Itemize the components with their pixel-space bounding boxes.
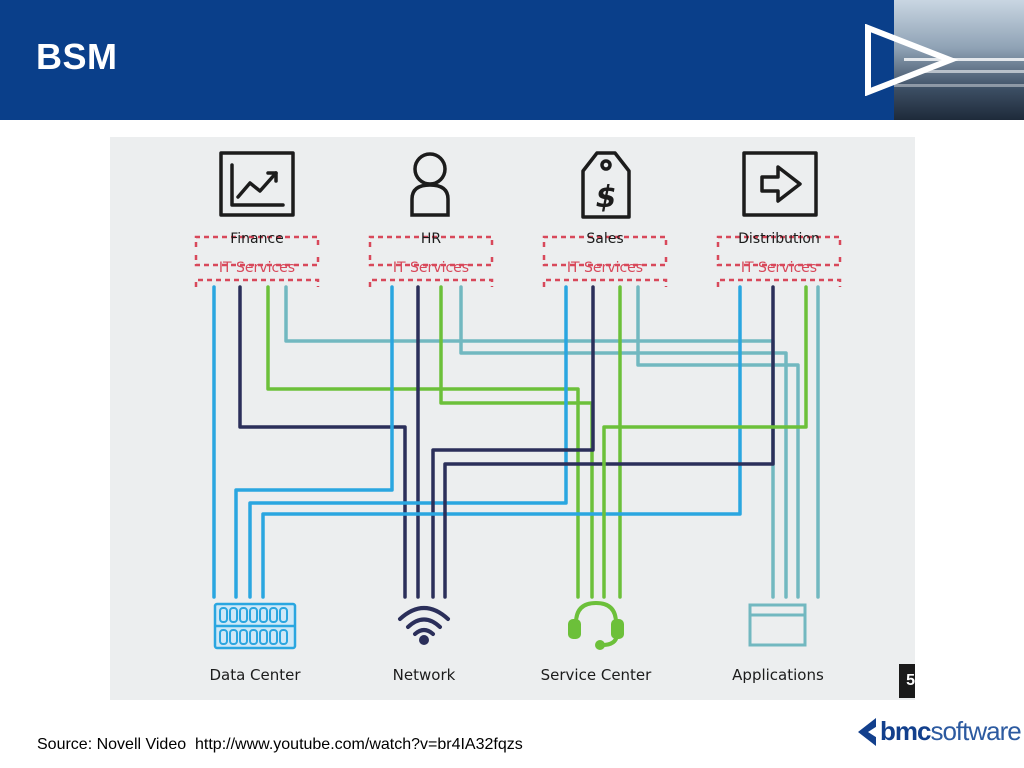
slide-title: BSM [36, 36, 118, 77]
it-services-label: IT Services [392, 260, 470, 276]
bmc-logo-light: software [930, 716, 1021, 746]
dollar-sign-icon: $ [596, 180, 617, 215]
business-unit-label: Sales [586, 231, 624, 247]
chart-icon [219, 151, 295, 217]
it-services-label: IT Services [740, 260, 818, 276]
price-tag-icon [581, 151, 631, 219]
it-services-brackets [194, 235, 842, 287]
video-badge: 5 [899, 664, 915, 698]
infrastructure-label: Applications [732, 666, 824, 684]
diagram-canvas: $ [194, 151, 842, 650]
infrastructure-label: Service Center [540, 666, 652, 684]
wifi-icon [398, 606, 450, 645]
window-icon [748, 603, 807, 647]
bmc-logo-bold: bmc [880, 716, 931, 746]
infrastructure-label: Data Center [209, 666, 301, 684]
it-services-label: IT Services [566, 260, 644, 276]
it-services-label: IT Services [218, 260, 296, 276]
headset-icon [568, 600, 624, 650]
person-icon [410, 152, 450, 217]
bmc-logo: bmcsoftware [880, 716, 1022, 747]
business-unit-label: HR [420, 231, 442, 247]
server-slots [219, 607, 288, 645]
bmc-logo-icon [858, 718, 882, 746]
play-triangle-icon [865, 24, 958, 96]
header-photo [894, 0, 1024, 120]
server-rack-icon [213, 602, 297, 650]
bsm-diagram: $ [110, 137, 915, 700]
connection-lines [212, 285, 820, 599]
slide-header: BSM [0, 0, 1024, 120]
business-unit-label: Distribution [738, 231, 820, 247]
arrow-box-icon [742, 151, 818, 217]
infrastructure-label: Network [392, 666, 456, 684]
source-citation: Source: Novell Video http://www.youtube.… [37, 736, 523, 753]
business-unit-label: Finance [230, 231, 284, 247]
